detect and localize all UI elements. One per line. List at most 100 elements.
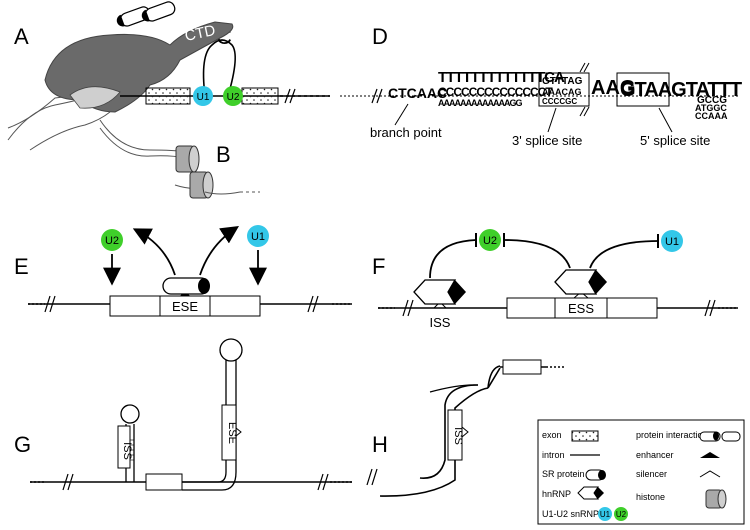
- ctd-label: CTD: [183, 22, 217, 45]
- panel-label-f: F: [372, 254, 385, 279]
- g-iss-box: [117, 425, 131, 469]
- f-ess-label: ESS: [568, 301, 594, 316]
- f-inhibit-ess-u2: [503, 239, 571, 269]
- h-iss-box: [447, 409, 463, 461]
- donor-box: [616, 72, 670, 107]
- d-break-6: [583, 106, 590, 117]
- logo-ppt-row-3: AAAAAAAAAAAAAGG: [438, 98, 522, 108]
- f-hnrnp-iss: [413, 279, 466, 305]
- e-u2-snrnp: U2: [101, 229, 123, 251]
- legend-histone-swatch: [705, 489, 727, 509]
- legend-hnrnp-label: hnRNP: [542, 489, 571, 499]
- e-arrow-to-u2: [132, 228, 176, 276]
- g-ese-label: ESE: [226, 422, 238, 444]
- g-enhancer-mark: [235, 427, 242, 437]
- pointer-branch-point: [394, 103, 409, 126]
- legend-u1-swatch: U1: [598, 507, 612, 521]
- logo-donor-row-2: ATGGC: [695, 103, 727, 113]
- logo-exon-mid: AAG: [591, 77, 635, 99]
- d-break-3: [579, 62, 586, 73]
- u2-snrnp-c: U2: [223, 86, 243, 106]
- e-sr-protein: [162, 277, 210, 295]
- g-break-3: [317, 473, 324, 491]
- pointer-3-splice-site: [547, 107, 557, 133]
- legend-enhancer-swatch: [700, 452, 720, 458]
- g-break-4: [322, 473, 329, 491]
- svg-text:U2: U2: [227, 92, 240, 103]
- f-break-4: [709, 299, 716, 317]
- svg-text:U1: U1: [600, 510, 611, 519]
- panel-label-a: A: [14, 24, 29, 49]
- legend-sr-protein-label: SR protein: [542, 469, 585, 479]
- legend-intron-label: intron: [542, 450, 565, 460]
- h-silencer-mark: [461, 426, 469, 438]
- g-iss-label: ISS: [121, 442, 133, 460]
- e-u1-snrnp: U1: [247, 225, 269, 247]
- histone-1: [175, 145, 200, 173]
- d-break-2: [376, 88, 383, 104]
- legend-protein-interaction-label: protein interaction: [636, 430, 708, 440]
- exon-c-right: [241, 87, 279, 105]
- e-ese-label: ESE: [172, 299, 198, 314]
- h-transcript-a: [419, 384, 479, 479]
- legend-exon-swatch: [571, 430, 599, 442]
- svg-text:U1: U1: [665, 236, 679, 248]
- histone-2: [189, 171, 214, 199]
- logo-acceptor-row-2: CCCCGC: [542, 97, 577, 106]
- svg-text:U1: U1: [197, 92, 210, 103]
- e-arrow-to-u1: [199, 226, 240, 276]
- pointer-5-splice-site: [658, 107, 673, 133]
- e-break-3: [307, 295, 314, 313]
- f-inhibit-iss-u2: [429, 239, 477, 279]
- g-break-2: [67, 473, 74, 491]
- d-break-5: [579, 106, 586, 117]
- h-transcript-c: [487, 365, 501, 389]
- f-break-2: [407, 299, 414, 317]
- svg-text:U1: U1: [251, 231, 265, 243]
- f-iss-label: ISS: [430, 315, 451, 330]
- svg-text:U2: U2: [483, 235, 497, 247]
- logo-donor-row-3: CCAAA: [695, 111, 728, 121]
- legend-histone-label: histone: [636, 492, 665, 502]
- legend-enhancer-label: enhancer: [636, 450, 674, 460]
- panel-label-e: E: [14, 254, 29, 279]
- panel-label-h: H: [372, 432, 388, 457]
- panel-label-d: D: [372, 24, 388, 49]
- break-mark-c1: [284, 88, 291, 104]
- g-ese-box: [221, 404, 237, 461]
- legend-silencer-label: silencer: [636, 469, 667, 479]
- logo-branch: CTCAAC: [388, 85, 447, 101]
- legend-snrnps-label: U1-U2 snRNPs: [542, 509, 604, 519]
- f-u2-snrnp: U2: [479, 229, 501, 251]
- f-u1-snrnp: U1: [661, 230, 683, 252]
- f-ess-box: [554, 297, 608, 319]
- label-5-splice-site: 5' splice site: [640, 133, 710, 148]
- f-inhibit-ess-u1: [589, 240, 659, 269]
- u1-snrnp-c: U1: [193, 86, 213, 106]
- acceptor-box: [538, 72, 590, 107]
- intron-loop: [202, 39, 236, 97]
- logo-donor: GTAAGTATTT: [620, 79, 742, 101]
- f-break-3: [704, 299, 711, 317]
- h-link: [487, 367, 501, 389]
- exon-c-left: [145, 87, 191, 105]
- legend-exon-label: exon: [542, 430, 562, 440]
- label-branch-point: branch point: [370, 125, 442, 140]
- g-break-1: [62, 473, 69, 491]
- g-ese-stem-loop: [182, 338, 243, 491]
- g-exon: [145, 473, 183, 491]
- e-break-1: [44, 295, 51, 313]
- legend-u2-swatch: U2: [614, 507, 628, 521]
- panel-label-g: G: [14, 432, 31, 457]
- legend: exon intron SR protein hnRNP U1-U2 snRNP…: [537, 419, 745, 525]
- label-3-splice-site: 3' splice site: [512, 133, 582, 148]
- logo-acceptor-top: GTTTAG: [542, 76, 583, 87]
- pol-ii-inner: [69, 86, 121, 109]
- logo-acceptor-row-1: AAACAG: [542, 87, 582, 97]
- f-break-1: [402, 299, 409, 317]
- legend-protein-interaction-swatch: [699, 431, 741, 442]
- h-break-2: [371, 468, 378, 486]
- svg-text:U2: U2: [105, 235, 119, 247]
